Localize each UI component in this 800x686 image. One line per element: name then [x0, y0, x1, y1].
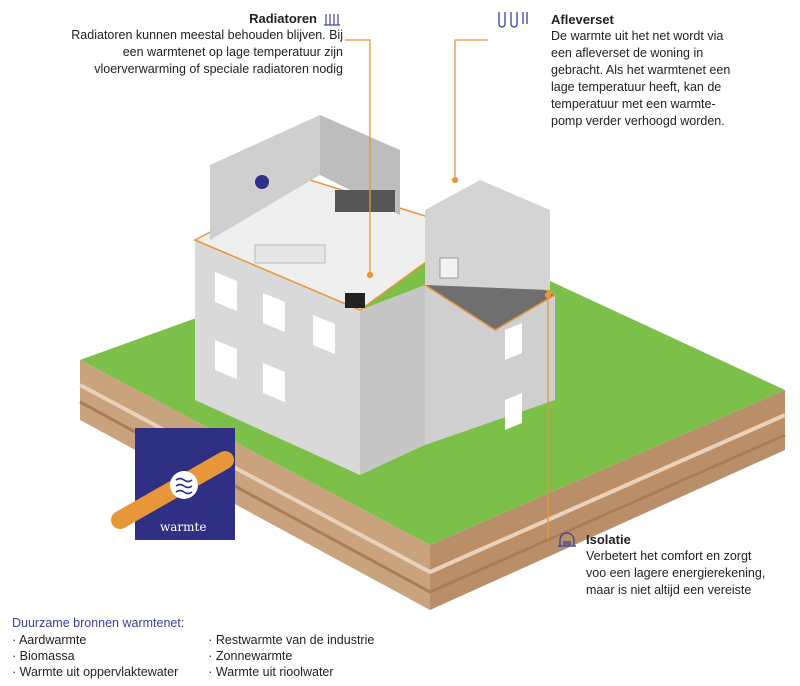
isolatie-title: Isolatie [586, 531, 631, 547]
insulation-icon [558, 532, 576, 547]
afleverset-leader [454, 39, 488, 180]
afleverset-line: temperatuur met een warmte- [551, 97, 716, 111]
afleverset-line: gebracht. Als het warmtenet een [551, 63, 731, 77]
radiatoren-dot [366, 271, 374, 279]
warmte-label: warmte [160, 520, 207, 534]
sources-heading: Duurzame bronnen warmtenet: [12, 616, 185, 630]
list-item: Warmte uit rioolwater [208, 664, 374, 680]
list-item: Zonnewarmte [208, 648, 374, 664]
radiatoren-line: een warmtenet op lage temperatuur zijn [122, 45, 343, 59]
list-item: Warmte uit oppervlaktewater [12, 664, 179, 680]
afleverset-dot [451, 176, 459, 184]
heat-waves-icon [170, 471, 198, 499]
heat-waves-glyph [175, 477, 193, 495]
isolatie-line: voo een lagere energierekening, [586, 566, 766, 580]
afleverset-line: De warmte uit het net wordt via [551, 29, 724, 43]
list-item: Biomassa [12, 648, 178, 664]
heat-network-box [111, 428, 235, 540]
radiatoren-line: vloerverwarming of speciale radiatoren n… [94, 62, 343, 76]
heat-exchanger-icon [498, 12, 528, 28]
windows [215, 272, 522, 430]
house [193, 115, 557, 475]
sources-right-column: Restwarmte van de industrie Zonnewarmte … [208, 632, 374, 680]
bed [335, 190, 395, 212]
isolatie-dot [544, 291, 552, 299]
afleverset-title: Afleverset [551, 11, 614, 27]
list-item: Restwarmte van de industrie [208, 632, 374, 648]
isolatie-line: maar is niet altijd een vereiste [586, 583, 752, 597]
isolatie-line: Verbetert het comfort en zorgt [586, 549, 752, 563]
list-item: Aardwarmte [12, 632, 178, 648]
radiatoren-line: Radiatoren kunnen meestal behouden blijv… [71, 28, 343, 42]
radiatoren-title: Radiatoren [249, 11, 317, 26]
washing-machine [439, 257, 459, 279]
sofa [254, 244, 326, 264]
sources-list: Duurzame bronnen warmtenet: Aardwarmte B… [12, 615, 532, 680]
radiator-icon [324, 13, 340, 26]
soil-right [430, 390, 785, 610]
afleverset-line: een afleverset de woning in [551, 46, 704, 60]
callout-lines [345, 39, 552, 540]
annex-wall [425, 285, 555, 445]
afleverset-line: pomp verder verhoogd worden. [551, 114, 725, 128]
heat-pump-icon [255, 175, 269, 189]
sources-left-column: Aardwarmte Biomassa Warmte uit oppervlak… [12, 632, 178, 680]
radiatoren-callout: Radiatoren Radiatoren kunnen meestal beh… [8, 10, 343, 78]
side-wall [360, 285, 425, 475]
isolatie-callout: Isolatie Verbetert het comfort en zorgt … [556, 530, 796, 599]
afleverset-callout: Afleverset De warmte uit het net wordt v… [493, 10, 783, 130]
soil-left [80, 360, 430, 610]
afleverset-line: lage temperatuur heeft, kan de [551, 80, 722, 94]
stove [345, 293, 365, 308]
radiatoren-leader [345, 39, 371, 275]
